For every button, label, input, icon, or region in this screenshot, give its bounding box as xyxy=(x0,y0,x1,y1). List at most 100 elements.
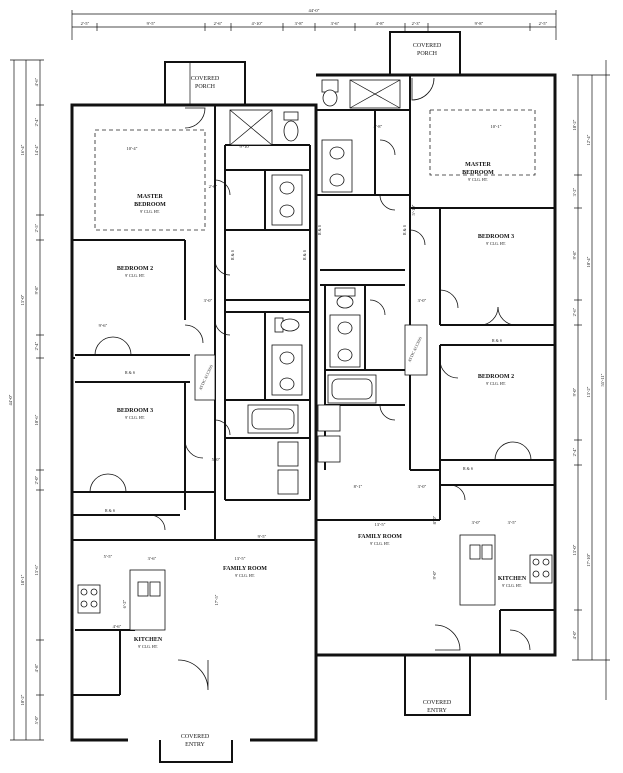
dim-misc-3: 9'-10" xyxy=(240,144,251,149)
dim-misc-18: 4'-6" xyxy=(113,624,122,629)
dim-left-0: 4'-6" xyxy=(34,78,39,87)
dim-misc-16: 5'-5" xyxy=(104,554,113,559)
left-family-room: FAMILY ROOM xyxy=(223,566,267,572)
dim-left-12: 4'-8" xyxy=(34,664,39,673)
dim-right-8: 2'-4" xyxy=(572,448,577,457)
left-covered-porch-line1: COVERED xyxy=(191,76,220,82)
left-kitchen-ceiling: 9' CLG. HT. xyxy=(138,644,158,649)
dim-right-0: 10'-2" xyxy=(572,119,577,130)
right-bedroom-3-ceiling: 9' CLG. HT. xyxy=(486,241,506,246)
right-covered-porch-line2: PORCH xyxy=(417,51,438,57)
right-master-bedroom-line2: BEDROOM xyxy=(462,170,494,176)
dim-right-1: 12'-4" xyxy=(586,134,591,145)
left-bedroom-3-ceiling: 9' CLG. HT. xyxy=(125,415,145,420)
left-family-ceiling: 9' CLG. HT. xyxy=(235,573,255,578)
dim-misc-0: 10'-4" xyxy=(127,146,138,151)
dim-left-8: 10'-6" xyxy=(34,414,39,425)
dim-right-9: 13'-0" xyxy=(572,544,577,555)
dim-right-6: 9'-0" xyxy=(572,388,577,397)
left-bedroom-2: BEDROOM 2 xyxy=(117,266,153,272)
dim-overall-depth: 44'-0" xyxy=(8,394,13,405)
dim-left-13: 10'-2" xyxy=(20,694,25,705)
dim-right-11: 4'-0" xyxy=(572,631,577,640)
right-bedroom-2: BEDROOM 2 xyxy=(478,374,514,380)
dim-left-2: 14'-4" xyxy=(34,144,39,155)
dim-right-depth: 55'-11" xyxy=(600,373,605,386)
dim-misc-6: 5'-0" xyxy=(212,457,221,462)
dim-left-9: 2'-0" xyxy=(34,476,39,485)
dim-left-7: 2'-4" xyxy=(34,342,39,351)
left-unit-labels: COVERED PORCH MASTER BEDROOM 9' CLG. HT.… xyxy=(117,76,267,748)
shelf-label-3: R & S xyxy=(230,250,235,260)
shelf-label-2: R & S xyxy=(105,508,115,513)
right-bedroom-3: BEDROOM 3 xyxy=(478,234,514,240)
dim-misc-11: 17'-5" xyxy=(214,594,219,605)
dim-top-6: 4'-8" xyxy=(376,21,385,26)
left-dimension-lines: 44'-0" 4'-6" 2'-4" 14'-4" 16'-4" 2'-5" 9… xyxy=(8,59,44,741)
shelf-label-7: R & S xyxy=(492,338,502,343)
shelf-label-6: R & S xyxy=(402,225,407,235)
left-covered-entry-line2: ENTRY xyxy=(185,742,205,748)
dim-top-2: 2'-6" xyxy=(214,21,223,26)
exterior-walls xyxy=(70,73,557,742)
dim-left-5: 9'-8" xyxy=(34,286,39,295)
top-dimension-lines: 44'-0" 2'-5" 9'-5" 2'-6" 4'-10" 3'-8" 3'… xyxy=(71,8,557,40)
shelf-label-5: R & S xyxy=(317,225,322,235)
right-master-bedroom-line1: MASTER xyxy=(465,162,491,168)
right-covered-entry-line2: ENTRY xyxy=(427,708,447,714)
doors xyxy=(89,77,532,691)
left-master-bedroom-line1: MASTER xyxy=(137,194,163,200)
dim-misc-1: 10'-1" xyxy=(491,124,502,129)
dim-right-10: 17'-10" xyxy=(586,553,591,566)
porches xyxy=(159,31,471,763)
left-bedroom-3: BEDROOM 3 xyxy=(117,408,153,414)
dim-left-11: 18'-1" xyxy=(20,574,25,585)
dim-top-4: 3'-8" xyxy=(295,21,304,26)
dim-misc-22: 9'-0" xyxy=(432,571,437,580)
dim-misc-8: 3'-0" xyxy=(418,298,427,303)
right-unit-labels: COVERED PORCH MASTER BEDROOM 9' CLG. HT.… xyxy=(358,43,527,714)
dim-misc-7: 4'-8" xyxy=(374,124,383,129)
dim-misc-2: 9'-6" xyxy=(99,323,108,328)
dim-left-10: 13'-6" xyxy=(34,564,39,575)
dim-misc-12: 13'-5" xyxy=(375,522,386,527)
right-kitchen: KITCHEN xyxy=(498,576,527,582)
dim-overall-width: 44'-0" xyxy=(309,8,320,13)
dim-misc-20: 3'-0" xyxy=(418,484,427,489)
interior-walls-right xyxy=(316,75,555,655)
dim-top-9: 2'-5" xyxy=(539,21,548,26)
dim-top-8: 9'-8" xyxy=(475,21,484,26)
dim-misc-4: 2'-6" xyxy=(209,184,218,189)
left-master-bedroom-line2: BEDROOM xyxy=(134,202,166,208)
dim-misc-21: 5'-10" xyxy=(411,204,416,215)
dim-misc-5: 3'-0" xyxy=(204,298,213,303)
right-bedroom-2-ceiling: 9' CLG. HT. xyxy=(486,381,506,386)
dim-top-3: 4'-10" xyxy=(252,21,263,26)
dim-misc-13: 3'-0" xyxy=(472,520,481,525)
left-covered-porch-line2: PORCH xyxy=(195,84,216,90)
dim-right-4: 9'-8" xyxy=(572,251,577,260)
fixtures xyxy=(77,79,553,631)
dim-right-3: 10'-4" xyxy=(586,256,591,267)
dim-top-0: 2'-5" xyxy=(81,21,90,26)
left-bedroom-2-ceiling: 9' CLG. HT. xyxy=(125,273,145,278)
right-dimension-lines: 55'-11" 10'-2" 12'-4" 3'-2" 10'-4" 9'-8"… xyxy=(572,60,610,700)
left-covered-entry-line1: COVERED xyxy=(181,734,210,740)
dim-misc-9: 9'-5" xyxy=(258,534,267,539)
right-kitchen-ceiling: 9' CLG. HT. xyxy=(502,583,522,588)
dim-right-5: 2'-6" xyxy=(572,308,577,317)
dim-right-7: 13'-2" xyxy=(586,386,591,397)
dim-left-3: 16'-4" xyxy=(20,144,25,155)
ceiling-outlines xyxy=(94,109,536,231)
dim-misc-17: 3'-6" xyxy=(148,556,157,561)
dim-top-5: 3'-6" xyxy=(331,21,340,26)
right-family-ceiling: 9' CLG. HT. xyxy=(370,541,390,546)
shelf-label-1: R & S xyxy=(125,370,135,375)
dim-misc-15: 6'-2" xyxy=(122,600,127,609)
left-kitchen: KITCHEN xyxy=(134,637,163,643)
dim-left-14: 5'-0" xyxy=(34,716,39,725)
dim-left-4: 2'-5" xyxy=(34,224,39,233)
dim-right-2: 3'-2" xyxy=(572,188,577,197)
dim-top-7: 2'-3" xyxy=(412,21,421,26)
